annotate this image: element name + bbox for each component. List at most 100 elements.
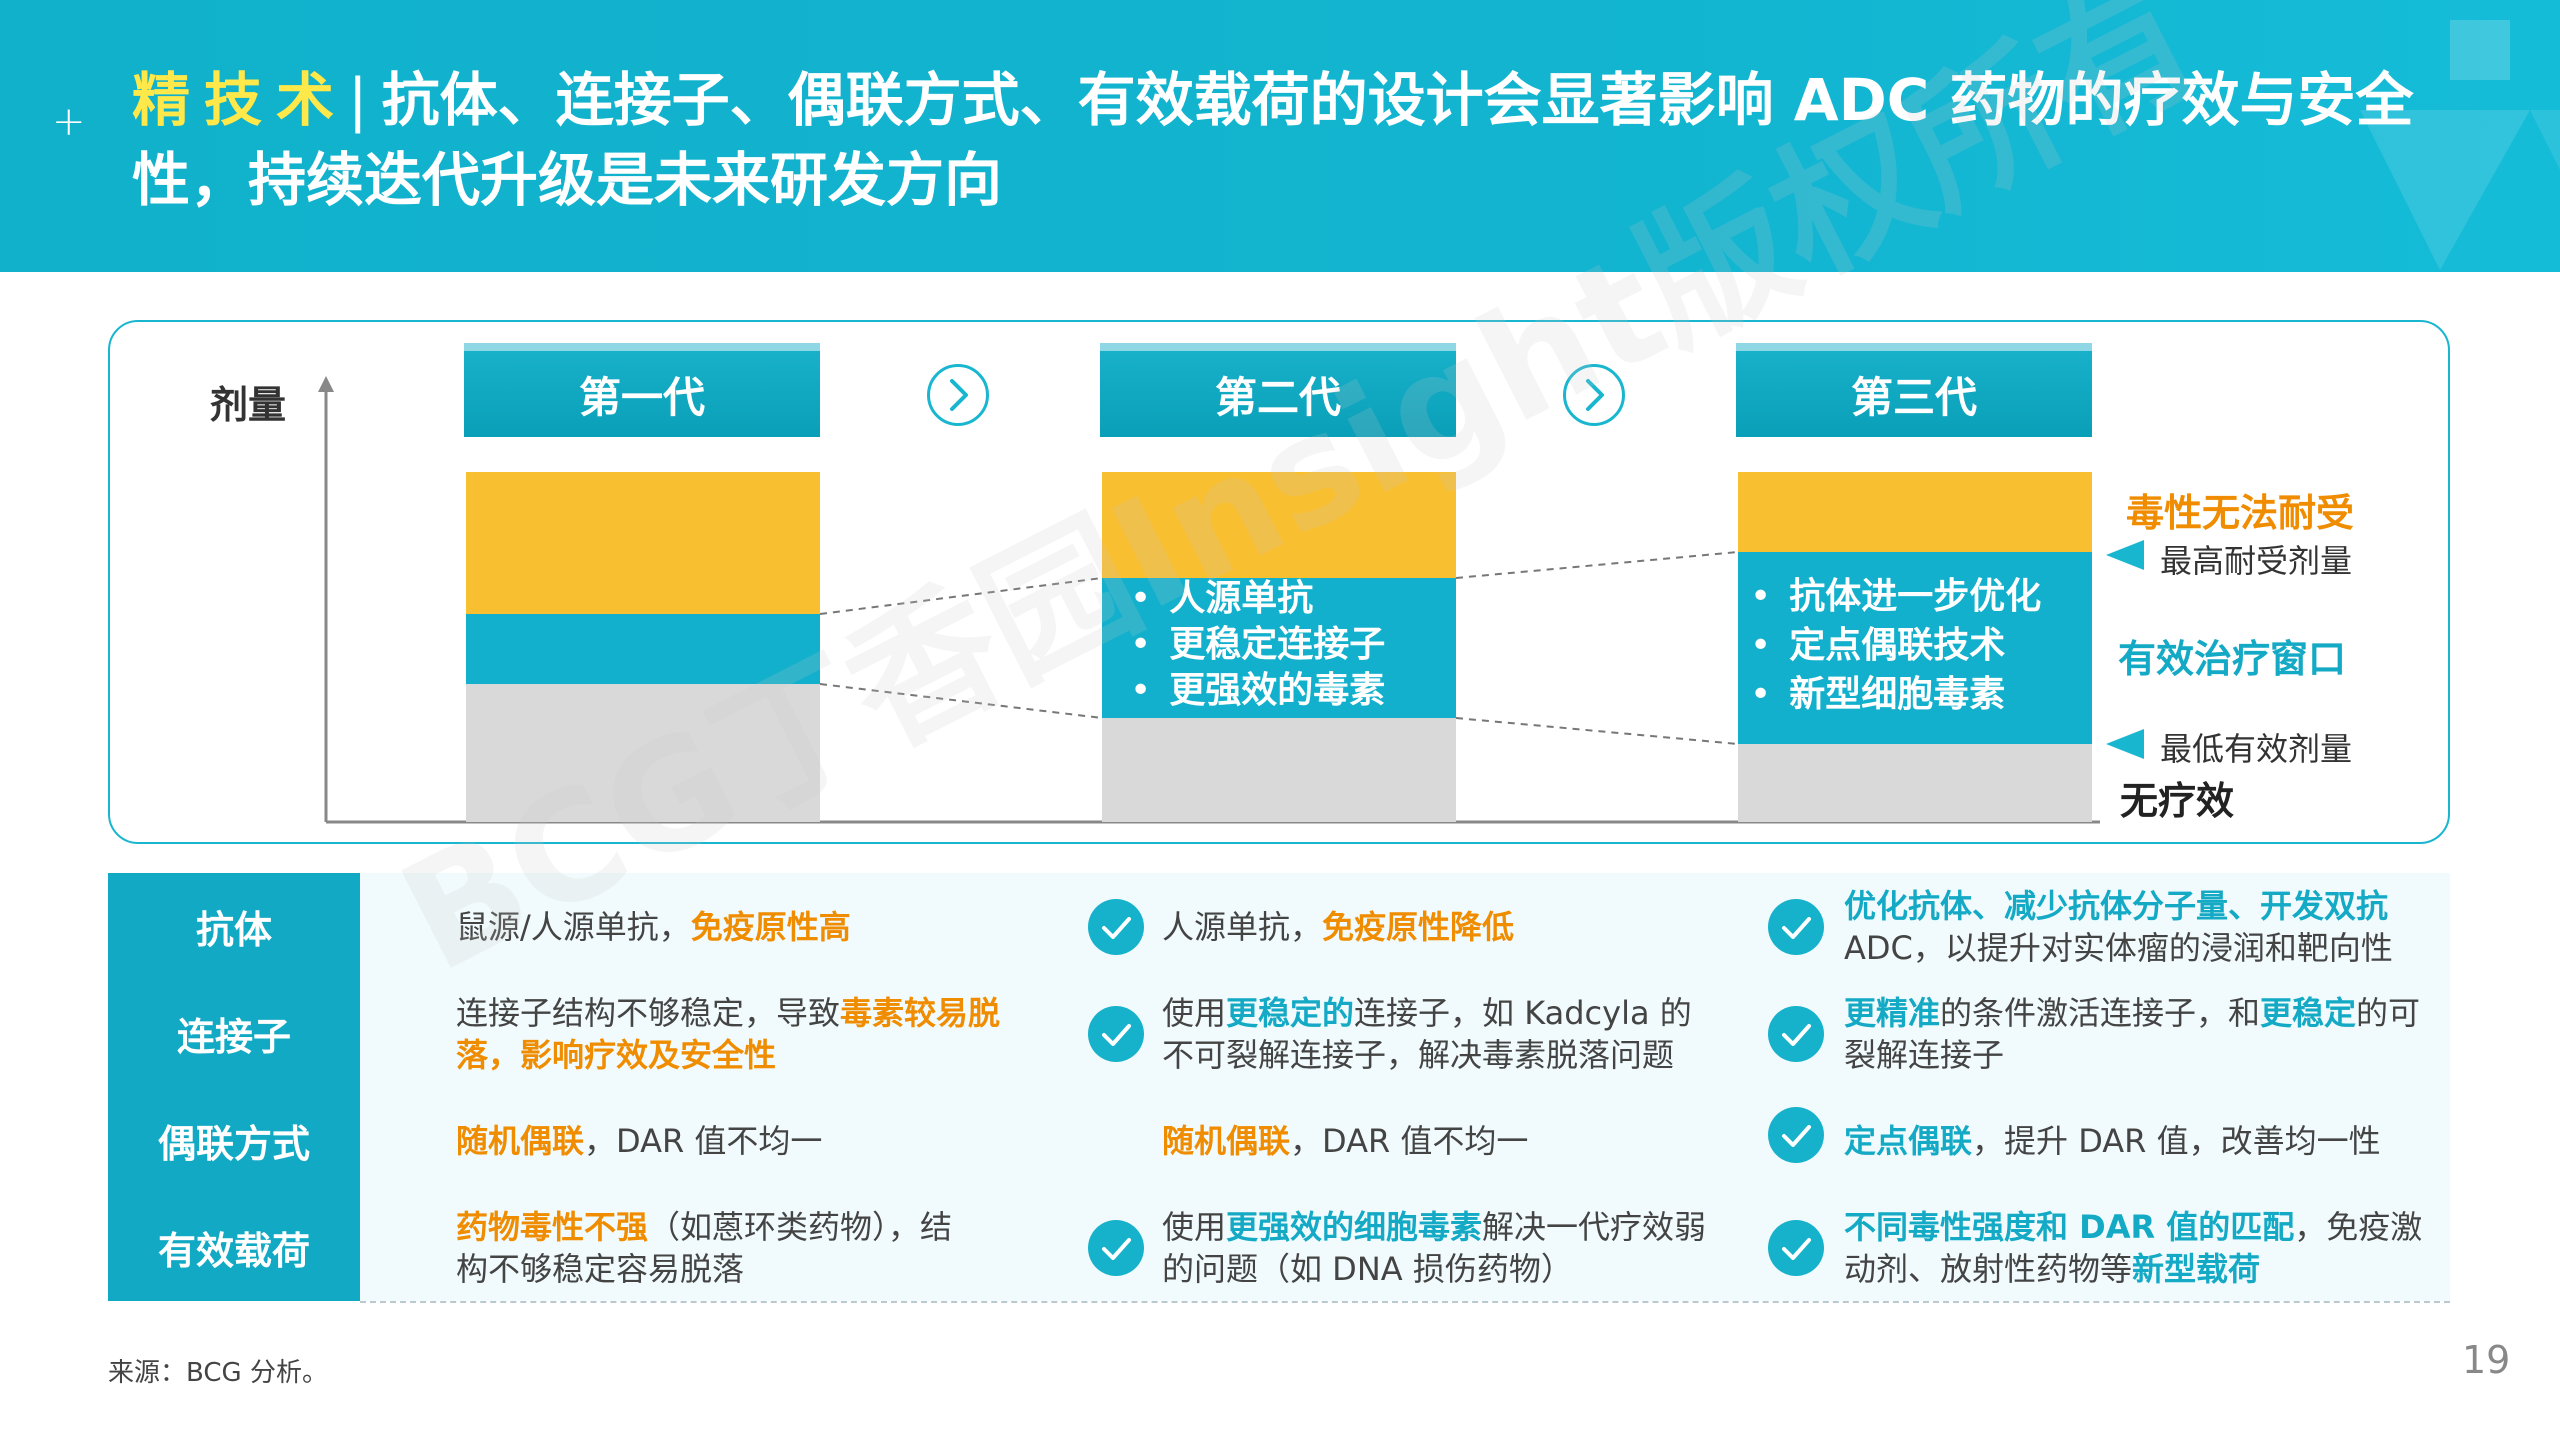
page-number: 19	[2462, 1338, 2511, 1382]
cell-gen1: 连接子结构不够稳定，导致毒素较易脱落，影响疗效及安全性	[456, 992, 1016, 1076]
table-row: 有效载荷 药物毒性不强（如蒽环类药物），结构不够稳定容易脱落 使用更强效的细胞毒…	[108, 1194, 2450, 1303]
diagram-panel	[108, 320, 2450, 844]
cell-text: 解决一代疗效弱的问题（如 DNA 损伤药物）	[1162, 1208, 1707, 1288]
highlight-blue: 更精准	[1844, 994, 1941, 1032]
y-axis-label: 剂量	[210, 383, 287, 427]
gen2-bullets: 人源单抗 更稳定连接子 更强效的毒素	[1130, 576, 1385, 714]
check-icon	[1088, 1220, 1144, 1276]
source-note: 来源：BCG 分析。	[108, 1358, 328, 1388]
cell-text: ADC，以提升对实体瘤的浸润和靶向性	[1844, 929, 2393, 967]
bar-gen2-toxic	[1102, 472, 1456, 578]
highlight-orange: 药物毒性不强	[456, 1208, 649, 1246]
bar-gen3-toxic	[1738, 472, 2092, 552]
bar-gen3-ineffective	[1738, 744, 2092, 822]
generation-1-header: 第一代	[464, 343, 820, 437]
bar-gen1-window	[466, 614, 820, 684]
cell-text: 的条件激活连接子，和	[1940, 994, 2261, 1032]
cell-text: 使用	[1162, 994, 1227, 1032]
check-icon	[1768, 899, 1824, 955]
gen2-bullet: 更稳定连接子	[1130, 622, 1385, 668]
triangle-left-icon	[2106, 540, 2144, 570]
cell-text: 使用	[1162, 1208, 1227, 1246]
table-row: 抗体 鼠源/人源单抗，免疫原性高 人源单抗，免疫原性降低 优化抗体、减少抗体分子…	[108, 873, 2450, 982]
cell-text: ，提升 DAR 值，改善均一性	[1972, 1122, 2381, 1160]
no-effect-label: 无疗效	[2120, 779, 2235, 823]
title-divider: |	[348, 66, 368, 134]
triangle-left-icon	[2106, 729, 2144, 759]
table-row: 连接子 连接子结构不够稳定，导致毒素较易脱落，影响疗效及安全性 使用更稳定的连接…	[108, 980, 2450, 1089]
cell-gen1: 鼠源/人源单抗，免疫原性高	[456, 906, 1016, 948]
cell-gen3: 不同毒性强度和 DAR 值的匹配，免疫激动剂、放射性药物等新型载荷	[1844, 1206, 2454, 1290]
bar-gen2-ineffective	[1102, 718, 1456, 822]
cell-text: （如蒽环类药物），结构不够稳定容易脱落	[456, 1208, 953, 1288]
cell-text: 连接子结构不够稳定，导致	[456, 994, 841, 1032]
generation-3-header: 第三代	[1736, 343, 2092, 437]
y-axis-arrow	[318, 376, 334, 392]
chevron-right-icon	[927, 364, 989, 426]
cell-gen2: 随机偶联，DAR 值不均一	[1162, 1120, 1742, 1162]
check-icon	[1768, 1220, 1824, 1276]
row-label: 有效载荷	[108, 1194, 360, 1301]
min-dose-label: 最低有效剂量	[2160, 730, 2353, 768]
page-title: 精技术|抗体、连接子、偶联方式、有效载荷的设计会显著影响 ADC 药物的疗效与安…	[132, 60, 2462, 220]
cell-text: ，DAR 值不均一	[584, 1122, 823, 1160]
cell-text: 鼠源/人源单抗，	[456, 908, 691, 946]
gen3-bullet: 新型细胞毒素	[1750, 670, 2041, 719]
min-dose-trend-1	[819, 683, 1103, 719]
cell-text: ，免疫激动剂、放射性药物等	[1844, 1208, 2423, 1288]
toxicity-label: 毒性无法耐受	[2126, 491, 2355, 535]
highlight-orange: 毒素较易脱落，影响疗效及安全性	[456, 994, 1001, 1074]
max-dose-trend-1	[819, 577, 1103, 615]
highlight-blue: 优化抗体、减少抗体分子量、开发双抗	[1844, 887, 2389, 925]
highlight-orange: 随机偶联	[456, 1122, 585, 1160]
title-keyword: 精技术	[132, 66, 349, 134]
check-icon	[1088, 1006, 1144, 1062]
cell-gen2: 使用更强效的细胞毒素解决一代疗效弱的问题（如 DNA 损伤药物）	[1162, 1206, 1722, 1290]
cell-gen2: 使用更稳定的连接子，如 Kadcyla 的不可裂解连接子，解决毒素脱落问题	[1162, 992, 1722, 1076]
therapeutic-window-label: 有效治疗窗口	[2118, 637, 2347, 681]
header-banner: + 精技术|抗体、连接子、偶联方式、有效载荷的设计会显著影响 ADC 药物的疗效…	[0, 0, 2560, 272]
cell-gen3: 优化抗体、减少抗体分子量、开发双抗 ADC，以提升对实体瘤的浸润和靶向性	[1844, 885, 2444, 969]
gen2-bullet: 更强效的毒素	[1130, 668, 1385, 714]
highlight-blue: 更稳定的	[1226, 994, 1355, 1032]
cell-text: 的可裂解连接子	[1844, 994, 2421, 1074]
max-dose-label: 最高耐受剂量	[2160, 542, 2353, 580]
cell-text: 连接子，如 Kadcyla 的不可裂解连接子，解决毒素脱落问题	[1162, 994, 1692, 1074]
highlight-blue: 新型载荷	[2132, 1250, 2261, 1288]
cell-text: 人源单抗，	[1162, 908, 1323, 946]
highlight-blue: 更强效的细胞毒素	[1226, 1208, 1483, 1246]
highlight-blue: 不同毒性强度和 DAR 值的匹配	[1844, 1208, 2295, 1246]
gen3-bullet: 抗体进一步优化	[1750, 572, 2041, 621]
bar-gen1-toxic	[466, 472, 820, 614]
gen3-bullet: 定点偶联技术	[1750, 621, 2041, 670]
gen3-bullets: 抗体进一步优化 定点偶联技术 新型细胞毒素	[1750, 572, 2041, 719]
bar-gen1	[466, 472, 820, 822]
plus-icon: +	[52, 99, 86, 145]
gen2-bullet: 人源单抗	[1130, 576, 1385, 622]
highlight-blue: 更稳定	[2260, 994, 2357, 1032]
check-icon	[1768, 1107, 1824, 1163]
cell-gen2: 人源单抗，免疫原性降低	[1162, 906, 1742, 948]
max-dose-trend-2	[1455, 551, 1739, 579]
row-label: 偶联方式	[108, 1087, 360, 1194]
highlight-orange: 随机偶联	[1162, 1122, 1291, 1160]
cell-gen3: 更精准的条件激活连接子，和更稳定的可裂解连接子	[1844, 992, 2444, 1076]
row-label: 连接子	[108, 980, 360, 1087]
bar-gen1-ineffective	[466, 684, 820, 822]
decorative-shape	[2360, 20, 2560, 270]
min-dose-trend-2	[1455, 717, 1739, 745]
generation-2-header: 第二代	[1100, 343, 1456, 437]
row-label: 抗体	[108, 873, 360, 980]
check-icon	[1088, 899, 1144, 955]
title-text: 抗体、连接子、偶联方式、有效载荷的设计会显著影响 ADC 药物的疗效与安全性，持…	[132, 66, 2414, 214]
cell-gen3: 定点偶联，提升 DAR 值，改善均一性	[1844, 1120, 2444, 1162]
table-row: 偶联方式 随机偶联，DAR 值不均一 随机偶联，DAR 值不均一 定点偶联，提升…	[108, 1087, 2450, 1196]
highlight-blue: 定点偶联	[1844, 1122, 1973, 1160]
cell-gen1: 随机偶联，DAR 值不均一	[456, 1120, 1016, 1162]
highlight-orange: 免疫原性降低	[1322, 908, 1515, 946]
cell-gen1: 药物毒性不强（如蒽环类药物），结构不够稳定容易脱落	[456, 1206, 956, 1290]
cell-text: ，DAR 值不均一	[1290, 1122, 1529, 1160]
check-icon	[1768, 1006, 1824, 1062]
highlight-orange: 免疫原性高	[690, 908, 851, 946]
chevron-right-icon	[1563, 364, 1625, 426]
